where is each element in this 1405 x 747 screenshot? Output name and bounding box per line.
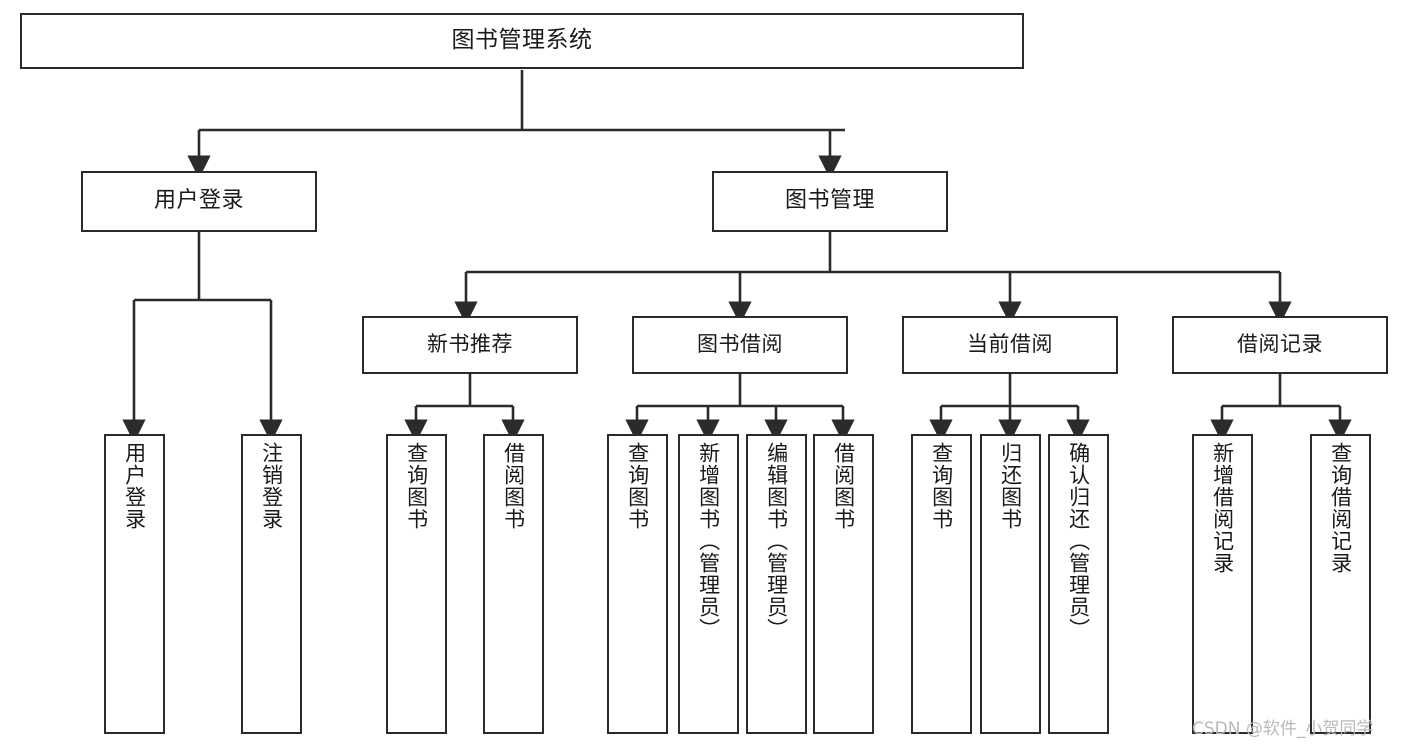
node-label: 新增图书（管理员）: [696, 442, 721, 640]
node-new-book-recommend[interactable]: 新书推荐: [362, 316, 578, 374]
node-label: 借阅图书: [501, 442, 526, 530]
leaf-add-borrow-record[interactable]: 新增借阅记录: [1192, 434, 1253, 734]
leaf-borrow-book[interactable]: 借阅图书: [813, 434, 874, 734]
node-book-management[interactable]: 图书管理: [712, 171, 948, 232]
node-label: 当前借阅: [967, 332, 1053, 357]
leaf-return-book[interactable]: 归还图书: [980, 434, 1041, 734]
node-label: 图书借阅: [697, 332, 783, 357]
node-label: 新书推荐: [427, 332, 513, 357]
node-label: 查询借阅记录: [1328, 442, 1353, 574]
leaf-edit-book-admin[interactable]: 编辑图书（管理员）: [746, 434, 807, 734]
node-label: 查询图书: [404, 442, 429, 530]
leaf-query-book-recommend[interactable]: 查询图书: [386, 434, 447, 734]
node-label: 查询图书: [929, 442, 954, 530]
node-label: 查询图书: [625, 442, 650, 530]
node-borrow-record[interactable]: 借阅记录: [1172, 316, 1388, 374]
csdn-watermark: CSDN @软件_小贺同学: [1192, 719, 1374, 739]
node-label: 归还图书: [998, 442, 1023, 530]
node-label: 用户登录: [122, 442, 147, 530]
node-book-borrow[interactable]: 图书借阅: [632, 316, 848, 374]
leaf-confirm-return-admin[interactable]: 确认归还（管理员）: [1048, 434, 1109, 734]
node-label: 借阅记录: [1237, 332, 1323, 357]
leaf-user-login[interactable]: 用户登录: [104, 434, 165, 734]
node-root-system[interactable]: 图书管理系统: [20, 13, 1024, 69]
leaf-borrow-book-recommend[interactable]: 借阅图书: [483, 434, 544, 734]
leaf-query-book-current[interactable]: 查询图书: [911, 434, 972, 734]
node-label: 注销登录: [259, 442, 284, 530]
node-label: 确认归还（管理员）: [1066, 442, 1091, 640]
node-label: 编辑图书（管理员）: [764, 442, 789, 640]
leaf-query-borrow-record[interactable]: 查询借阅记录: [1310, 434, 1371, 734]
node-label: 新增借阅记录: [1210, 442, 1235, 574]
node-current-borrow[interactable]: 当前借阅: [902, 316, 1118, 374]
leaf-add-book-admin[interactable]: 新增图书（管理员）: [678, 434, 739, 734]
leaf-query-book-borrow[interactable]: 查询图书: [607, 434, 668, 734]
node-label: 图书管理系统: [451, 27, 593, 54]
node-label: 图书管理: [784, 188, 875, 214]
leaf-logout[interactable]: 注销登录: [241, 434, 302, 734]
node-label: 借阅图书: [831, 442, 856, 530]
node-user-login[interactable]: 用户登录: [81, 171, 317, 232]
node-label: 用户登录: [153, 188, 244, 214]
